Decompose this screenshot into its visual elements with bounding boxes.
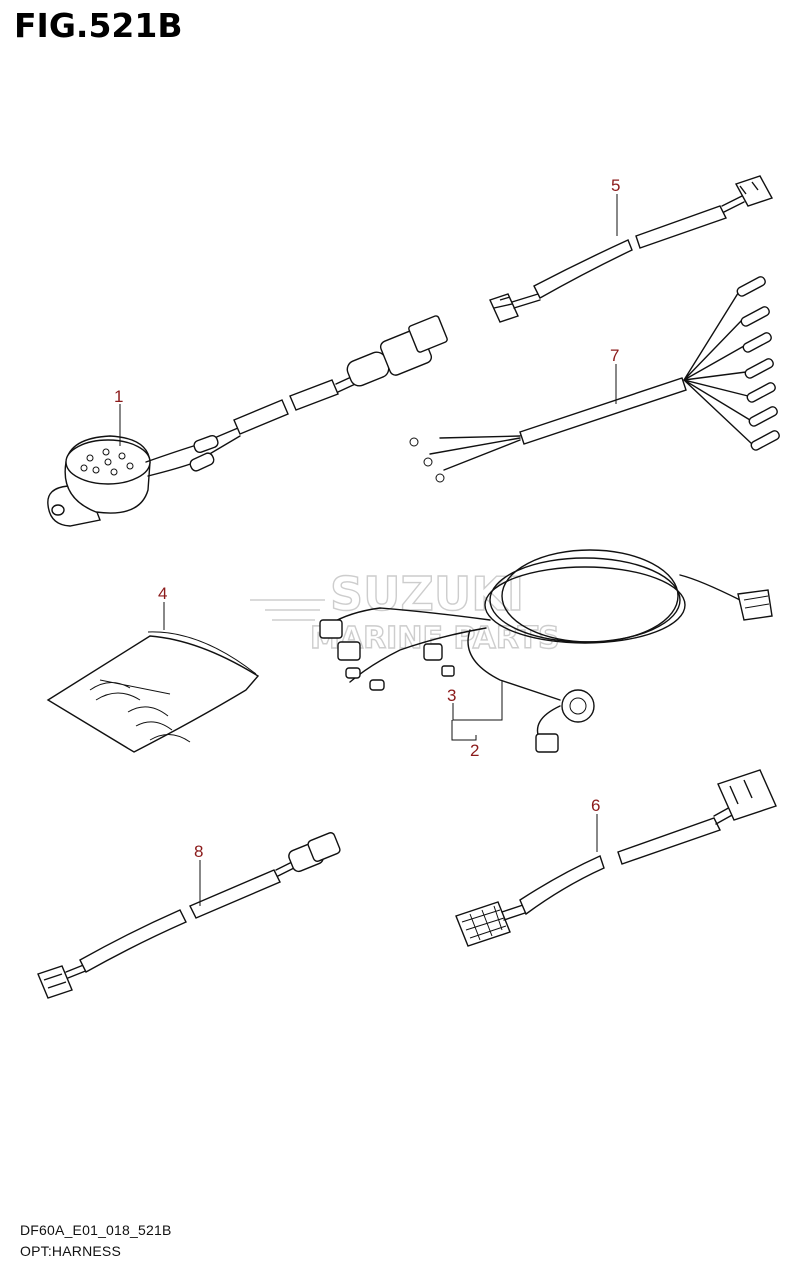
part-1-buzzer-harness[interactable] bbox=[47, 315, 448, 527]
callout-4: 4 bbox=[158, 584, 167, 603]
callout-3: 3 bbox=[447, 686, 456, 705]
part-3-fuse[interactable] bbox=[441, 665, 455, 677]
watermark-logo-icon bbox=[250, 599, 325, 621]
part-7-terminal-harness[interactable] bbox=[409, 275, 781, 483]
watermark: SUZUKI MARINE PARTS bbox=[250, 566, 560, 657]
connector-4pin bbox=[489, 293, 519, 323]
callout-2: 2 bbox=[470, 741, 479, 760]
callout-6: 6 bbox=[591, 796, 600, 815]
callout-1: 1 bbox=[114, 387, 123, 406]
part-8-sensor-harness[interactable] bbox=[37, 832, 341, 999]
drawing-code: DF60A_E01_018_521B bbox=[20, 1222, 172, 1238]
bag-outline bbox=[46, 635, 260, 753]
part-5-extension-harness[interactable] bbox=[489, 175, 774, 323]
callout-5: 5 bbox=[611, 176, 620, 195]
part-2-main-harness[interactable] bbox=[319, 549, 773, 753]
callout-8: 8 bbox=[194, 842, 203, 861]
figure-title: FIG.521B bbox=[14, 6, 183, 45]
part-6-extension-harness[interactable] bbox=[455, 769, 777, 947]
callout-7: 7 bbox=[610, 346, 619, 365]
part-4-cable-tie-bag[interactable] bbox=[46, 631, 260, 753]
drawing-name: OPT:HARNESS bbox=[20, 1243, 121, 1259]
connector-8pin bbox=[455, 901, 511, 947]
